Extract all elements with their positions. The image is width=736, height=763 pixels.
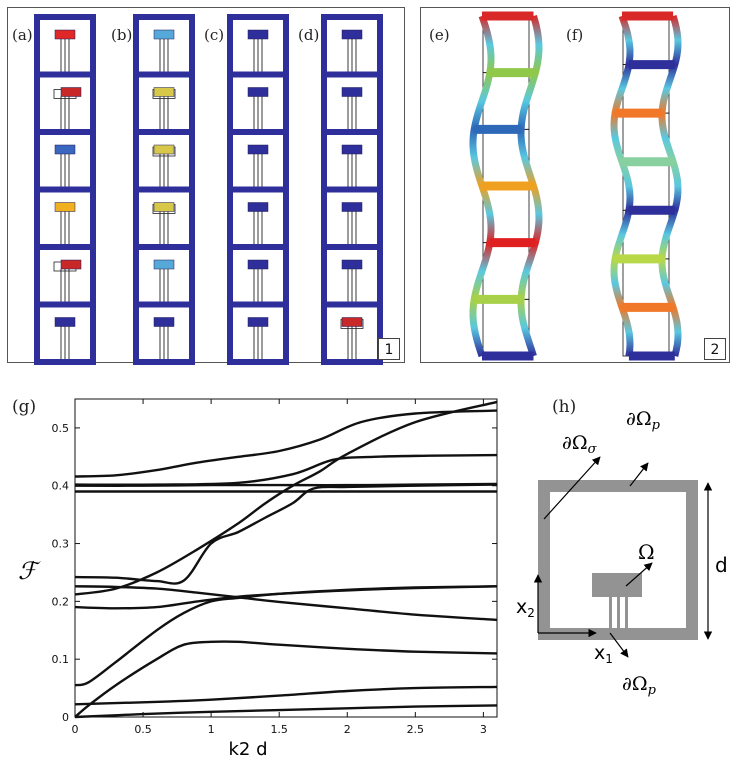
x-tick-label: 3 (480, 723, 487, 736)
dispersion-branch-7 (74, 483, 498, 585)
plot-area (74, 398, 498, 718)
dispersion-branch-2 (74, 685, 498, 706)
x-tick-label: 1 (208, 723, 215, 736)
resonator-head (341, 259, 363, 270)
x-tick-label: 2 (344, 723, 351, 736)
omega-p-bottom-arrow (609, 632, 629, 658)
dispersion-branch-3 (74, 640, 498, 718)
x1-label: x1 (594, 642, 613, 666)
panel-1-frame: (a) (b) (c) (d) 1 (7, 7, 405, 365)
resonator-head (153, 87, 175, 97)
y-tick-label: 0.3 (52, 538, 70, 551)
resonator-head (247, 29, 269, 40)
label-b: (b) (111, 26, 133, 44)
resonator-head (54, 29, 76, 40)
y-tick-label: 0.5 (52, 422, 70, 435)
column-frame (321, 14, 383, 365)
x-tick-label: 2.5 (407, 723, 425, 736)
y-tick-label: 0.4 (52, 480, 70, 493)
mode-f-wall (658, 14, 682, 357)
label-f: (f) (566, 26, 584, 44)
resonator-leg-2 (617, 597, 620, 628)
resonator-head (592, 573, 642, 597)
resonator-leg-1 (609, 597, 612, 628)
resonator-head (341, 144, 363, 155)
resonator-head (247, 259, 269, 270)
resonator-head (153, 29, 175, 40)
dispersion-branch-6 (74, 585, 498, 622)
x-tick-label: 1.5 (270, 723, 288, 736)
resonator-leg-3 (625, 597, 628, 628)
y-tick-label: 0 (62, 711, 69, 724)
chart-ylabel: ℱ (18, 557, 41, 585)
resonator-head (153, 202, 175, 212)
chart-label-g: (g) (12, 397, 37, 417)
column-frame (227, 14, 289, 365)
resonator-head (153, 317, 175, 327)
column-frame (34, 14, 96, 365)
resonator-head (341, 87, 363, 97)
dispersion-branch-8 (74, 400, 498, 596)
panel-1-svg (34, 14, 383, 365)
dispersion-branch-12 (74, 453, 498, 486)
diagram-label-h: (h) (552, 397, 577, 417)
label-c: (c) (204, 26, 225, 44)
resonator-head (54, 202, 76, 212)
panel-2-svg (469, 11, 682, 361)
column-frame (133, 14, 195, 365)
y-tick-label: 0.1 (52, 653, 70, 666)
resonator-head (153, 144, 175, 155)
resonator-head (60, 87, 82, 97)
omega-label: Ω (638, 540, 655, 564)
omega-sigma-arrow (543, 456, 601, 520)
dispersion-branch-11 (74, 409, 498, 478)
dispersion-branch-1 (74, 704, 498, 719)
mode-f-wall (610, 14, 634, 357)
resonator-head (247, 144, 269, 155)
resonator-head (341, 317, 363, 327)
dispersion-branch-5 (74, 585, 498, 610)
panel-2-frame: (e) (f) 2 (420, 7, 730, 363)
resonator-head (54, 144, 76, 155)
resonator-head (247, 202, 269, 212)
resonator-head (341, 202, 363, 212)
label-a: (a) (12, 26, 33, 44)
d-label: d (715, 553, 728, 577)
unit-cell-diagram: ∂Ωσ ∂Ωp Ω x2 x1 d ∂Ωp (516, 408, 728, 698)
x2-label: x2 (516, 596, 535, 620)
y-tick-label: 0.2 (52, 595, 70, 608)
x-tick-label: 0 (72, 723, 79, 736)
dispersion-chart: ℱ k2 d 0 0.5 1 1.5 2 2.5 3 0 0.1 0.2 0.3 0.4 0.5 (18, 398, 498, 760)
omega-p-top-arrow (629, 462, 649, 487)
resonator-head (54, 317, 76, 327)
resonator-head (60, 259, 82, 270)
resonator-head (153, 259, 175, 270)
label-e: (e) (429, 26, 450, 44)
label-d: (d) (298, 26, 320, 44)
resonator-head (341, 29, 363, 40)
omega-arrow (625, 562, 653, 587)
resonator-head (247, 87, 269, 97)
chart-xlabel: k2 d (228, 739, 267, 760)
x-tick-label: 0.5 (134, 723, 152, 736)
panel-2-number: 2 (704, 338, 726, 360)
omega-p-top-label: ∂Ωp (626, 408, 661, 433)
omega-sigma-label: ∂Ωσ (562, 432, 598, 457)
omega-p-bottom-label: ∂Ωp (622, 673, 657, 698)
resonator-head (247, 317, 269, 327)
panel-1-number: 1 (378, 338, 400, 360)
